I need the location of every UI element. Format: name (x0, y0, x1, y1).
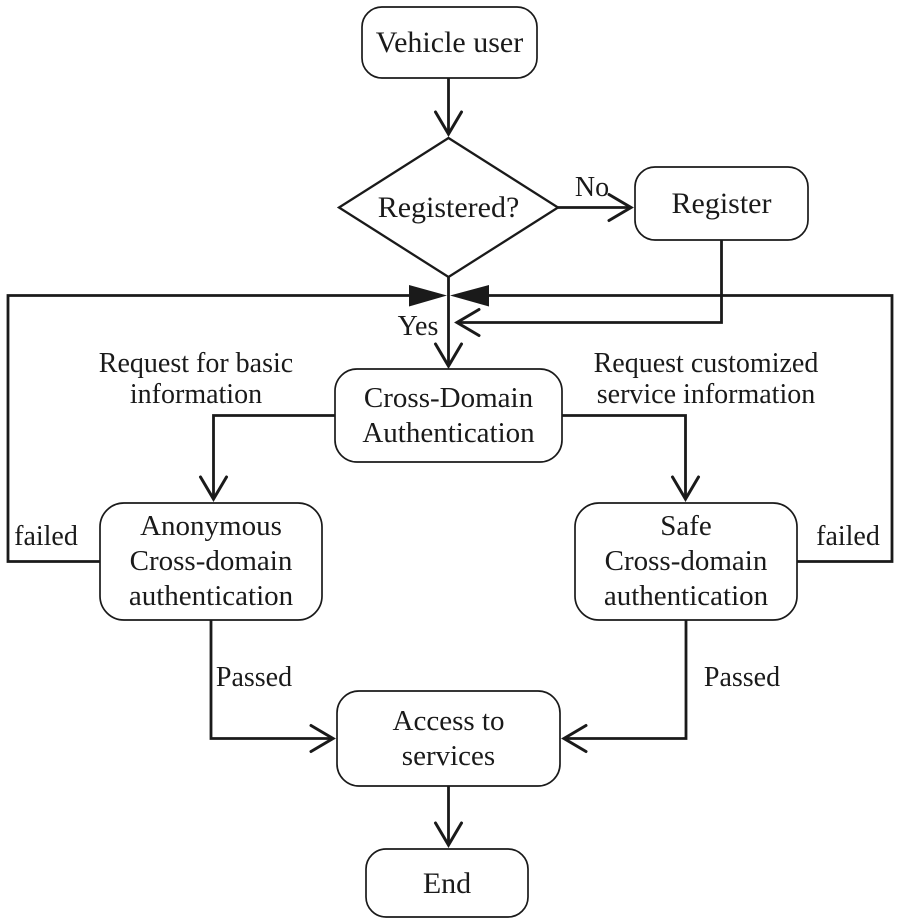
edge-passed-right (561, 620, 688, 753)
solid-arrowhead-right-icon (450, 285, 489, 307)
cross-domain-node-shape (334, 368, 563, 463)
edge-label-failed-left: failed (14, 521, 78, 553)
edge-label-failed-right: failed (816, 521, 880, 553)
edge-label-request-basic: Request for basic information (98, 347, 294, 410)
edge-label-request-customized: Request customized service information (593, 347, 819, 410)
register-label: Register (671, 187, 772, 220)
safe-node-shape (574, 502, 798, 621)
access-to-services-label: Access to services (392, 704, 505, 772)
solid-arrowhead-left-icon (409, 285, 447, 307)
anonymous-cross-domain-label: Anonymous Cross-domain authentication (128, 510, 294, 612)
edge-request-customized (562, 414, 700, 502)
edge-label-yes: Yes (397, 311, 439, 343)
cross-domain-authentication-label: Cross-Domain Authentication (362, 381, 535, 449)
edge-register-to-main-line (454, 240, 723, 337)
registered-decision-shape (336, 136, 561, 279)
end-node-shape (365, 848, 529, 918)
edge-passed-left (209, 620, 336, 753)
edge-request-basic (199, 414, 335, 502)
vehicle-user-label: Vehicle user (375, 26, 524, 59)
register-node-shape (634, 166, 809, 241)
access-node-shape (336, 690, 561, 787)
edge-label-passed-right: Passed (703, 662, 781, 694)
registered-label: Registered? (377, 191, 520, 224)
vehicle-user-node-shape (361, 6, 538, 79)
safe-cross-domain-label: Safe Cross-domain authentication (603, 510, 769, 612)
edge-failed-left-loop (6, 294, 409, 563)
edge-label-no: No (574, 172, 610, 204)
edge-label-passed-left: Passed (215, 662, 293, 694)
edge-failed-right-loop (489, 294, 894, 563)
anonymous-node-shape (99, 502, 323, 621)
end-label: End (422, 866, 472, 900)
